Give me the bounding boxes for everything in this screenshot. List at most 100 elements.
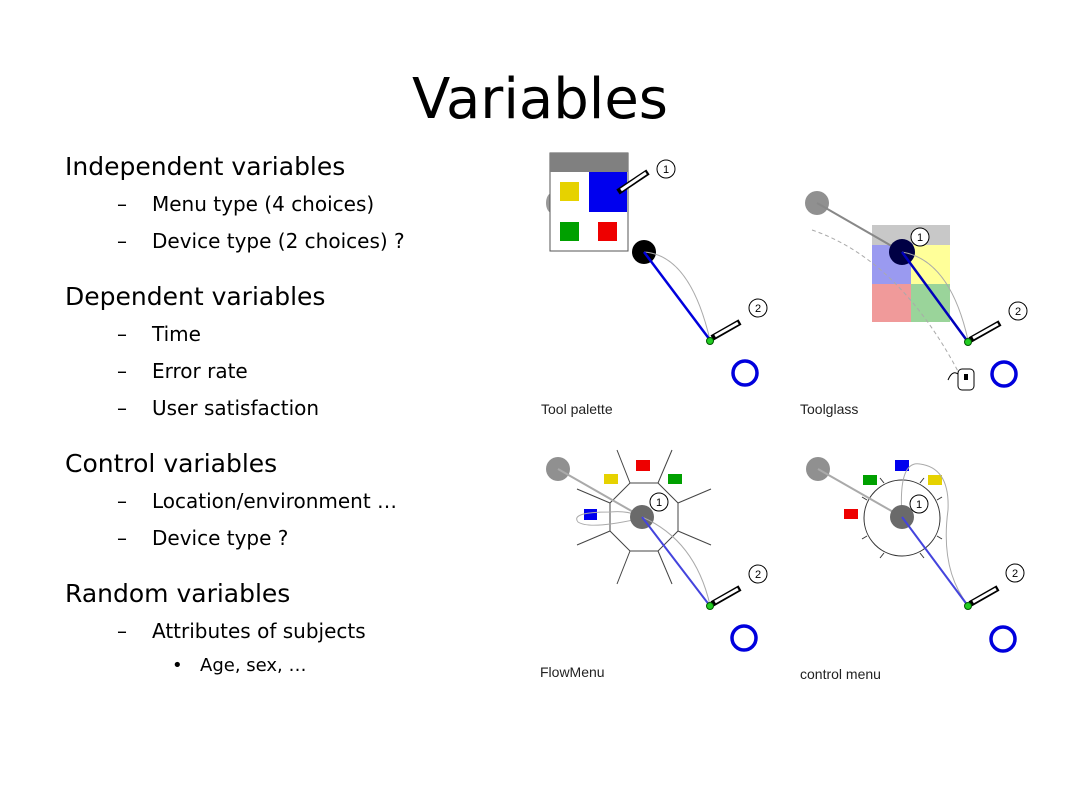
- step-1-badge: 1: [649, 492, 669, 512]
- swatch-yellow: [911, 245, 950, 284]
- svg-text:1: 1: [663, 164, 669, 176]
- svg-text:2: 2: [1015, 306, 1021, 318]
- target-circle: [731, 359, 759, 387]
- list-item: – Menu type (4 choices): [65, 186, 505, 223]
- motion-path: [901, 251, 969, 341]
- control-menu-diagram: 1 2: [806, 457, 1025, 653]
- palette-titlebar: [550, 153, 628, 172]
- list-item: – Location/environment …: [65, 483, 505, 520]
- target-circle: [730, 624, 758, 652]
- section-heading: Independent variables: [65, 152, 346, 181]
- tool-palette-diagram: 1 2: [546, 152, 768, 387]
- motion-path: [643, 251, 711, 341]
- list-item: – Time: [65, 316, 505, 353]
- swatch-blue: [584, 509, 597, 520]
- swatch-green: [560, 222, 579, 241]
- swatch-red: [636, 460, 650, 471]
- handle-line: [816, 202, 903, 253]
- target-circle: [990, 360, 1018, 388]
- dash-marker: –: [117, 322, 127, 346]
- panel-label: FlowMenu: [540, 664, 605, 680]
- panel-label: Tool palette: [541, 401, 613, 417]
- swatch-green: [668, 474, 682, 484]
- section-heading: Control variables: [65, 449, 278, 478]
- list-item: – Device type (2 choices) ?: [65, 223, 505, 260]
- figure-tool-palette: 1 2 Tool palette: [530, 140, 790, 420]
- list-item: –Attributes of subjects: [65, 613, 505, 650]
- item-text: User satisfaction: [152, 396, 320, 420]
- swatch-blue: [895, 460, 909, 471]
- swatch-green: [863, 475, 877, 485]
- panel-label: control menu: [800, 666, 881, 682]
- item-text: Location/environment …: [152, 489, 398, 513]
- toolglass-diagram: 1 2: [805, 191, 1028, 391]
- mouse-icon: [947, 368, 975, 391]
- sub-list-item: • Age, sex, …: [65, 650, 505, 682]
- bullet-list: Independent variables – Menu type (4 choi…: [65, 148, 505, 700]
- dash-marker: –: [117, 229, 127, 253]
- item-text: Device type (2 choices) ?: [152, 229, 405, 253]
- swatch-red: [844, 509, 858, 519]
- swatch-yellow: [604, 474, 618, 484]
- item-text: Device type ?: [152, 526, 289, 550]
- motion-path: [900, 463, 969, 606]
- list-item: – User satisfaction: [65, 390, 505, 427]
- dash-marker: –: [117, 396, 127, 420]
- section-control-variables: Control variables – Location/environment …: [65, 445, 505, 557]
- list-item: – Device type ?: [65, 520, 505, 557]
- item-text: Attributes of subjects: [152, 619, 366, 643]
- step-2-badge: 2: [748, 298, 768, 318]
- dash-marker: –: [117, 526, 127, 550]
- flowmenu-diagram: 1 2: [546, 449, 768, 652]
- cursor-target-dot: [964, 602, 972, 610]
- svg-text:1: 1: [917, 232, 923, 244]
- swatch-red: [872, 284, 911, 322]
- step-1-badge: 1: [909, 494, 929, 514]
- swatch-yellow: [560, 182, 579, 201]
- circular-menu: [861, 477, 943, 559]
- pen-icon: [616, 169, 650, 195]
- slide-title: Variables: [412, 67, 668, 132]
- item-text: Menu type (4 choices): [152, 192, 375, 216]
- section-heading: Random variables: [65, 579, 291, 608]
- target-circle: [989, 625, 1017, 653]
- step-2-badge: 2: [748, 564, 768, 584]
- motion-path: [641, 516, 711, 606]
- item-text: Error rate: [152, 359, 248, 383]
- step-1-badge: 1: [910, 227, 930, 247]
- handle-line: [817, 468, 903, 518]
- stroke-line: [900, 251, 970, 343]
- pen-icon: [710, 585, 742, 607]
- item-text: Time: [152, 322, 201, 346]
- stroke-line: [641, 516, 711, 607]
- pen-icon: [968, 320, 1002, 343]
- swatch-yellow: [928, 475, 942, 485]
- swatch-red: [598, 222, 617, 241]
- section-random-variables: Random variables –Attributes of subjects…: [65, 575, 505, 682]
- handle-line: [557, 468, 643, 518]
- item-text: Age, sex, …: [200, 655, 307, 676]
- svg-text:2: 2: [755, 303, 761, 315]
- cursor-target-dot: [706, 602, 714, 610]
- dash-marker: –: [117, 489, 127, 513]
- dash-marker: –: [117, 192, 127, 216]
- section-heading: Dependent variables: [65, 282, 326, 311]
- loop-path: [576, 511, 643, 526]
- cursor-target-dot: [706, 337, 714, 345]
- step-1-badge: 1: [656, 159, 676, 179]
- dashed-path: [811, 229, 961, 376]
- dash-marker: –: [117, 359, 127, 383]
- cursor-target-dot: [964, 338, 972, 346]
- stroke-line: [901, 516, 969, 607]
- figure-toolglass: 1 2 Toolglass: [790, 170, 1050, 450]
- list-item: – Error rate: [65, 353, 505, 390]
- figure-control-menu: 1 2 control menu: [790, 440, 1050, 720]
- section-dependent-variables: Dependent variables – Time – Error rate – U…: [65, 278, 505, 427]
- figure-flowmenu: 1 2 FlowMenu: [530, 440, 790, 720]
- bullet-marker: •: [172, 655, 183, 676]
- stroke-line: [643, 251, 711, 341]
- pen-icon: [710, 319, 742, 341]
- step-2-badge: 2: [1008, 301, 1028, 321]
- svg-text:2: 2: [755, 569, 761, 581]
- svg-text:2: 2: [1012, 568, 1018, 580]
